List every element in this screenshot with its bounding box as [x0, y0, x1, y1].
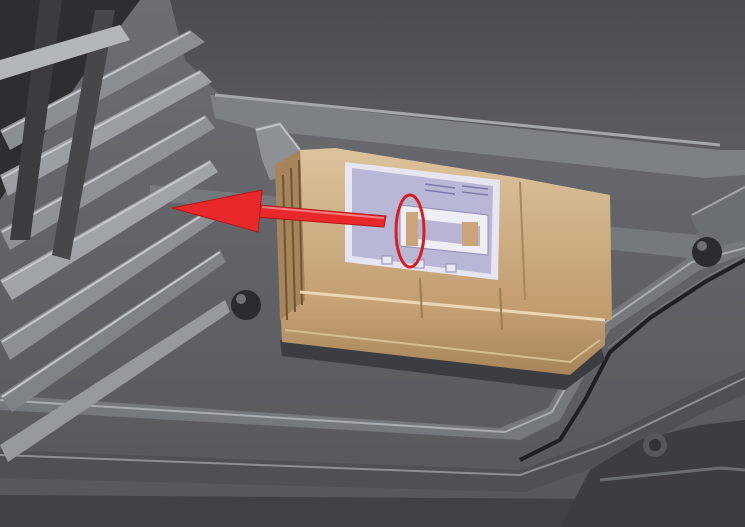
module-shadow	[280, 340, 605, 390]
wall-edge-highlight	[214, 93, 721, 147]
mounting-knob-left-shine	[236, 294, 246, 304]
left-post-2	[52, 10, 115, 260]
module-seam	[419, 277, 503, 331]
plate-markings	[424, 183, 489, 196]
module-ribs	[282, 159, 303, 321]
housing-detail	[599, 466, 745, 482]
arrow-head	[171, 189, 263, 233]
module-front-edge	[299, 290, 606, 322]
latch-tab	[406, 212, 418, 246]
right-bracket-edge	[691, 186, 745, 216]
arrow-shaft-shine	[261, 206, 385, 219]
cable-shine	[607, 255, 745, 349]
lower-ridge-highlight	[0, 377, 745, 477]
right-bracket	[690, 185, 745, 250]
mounting-knob-right	[692, 237, 722, 267]
bottom-strip	[0, 495, 745, 527]
callout-ellipse	[394, 193, 426, 269]
direction-arrow	[171, 189, 387, 233]
wall-lip	[210, 95, 745, 178]
left-crossbar	[0, 25, 130, 80]
module-right-edge	[519, 181, 526, 301]
module-bottom-lip	[284, 329, 601, 364]
left-slats	[0, 30, 230, 462]
cable	[519, 258, 745, 462]
mounting-knob-left	[231, 290, 261, 320]
mount-tab-edge	[255, 122, 301, 151]
latch-tab-right	[462, 222, 478, 246]
mounting-knob-right-shine	[697, 241, 707, 251]
housing-bolt-inner	[649, 439, 661, 451]
